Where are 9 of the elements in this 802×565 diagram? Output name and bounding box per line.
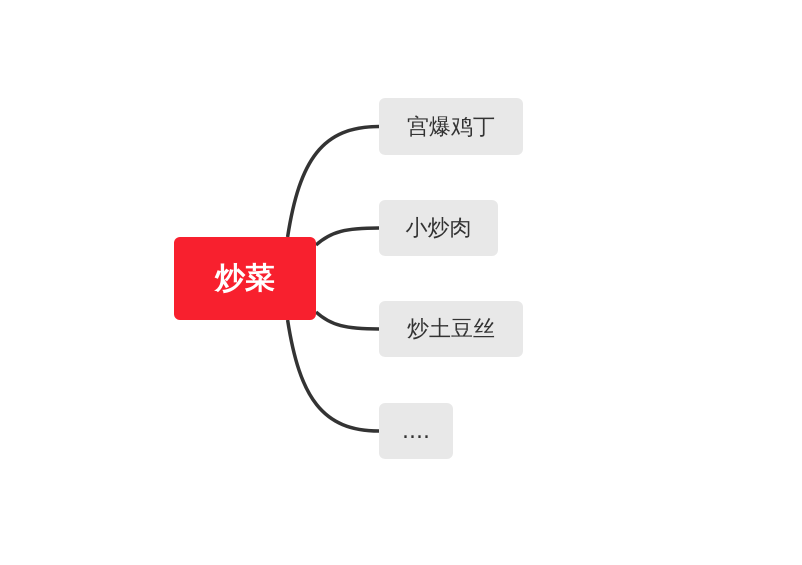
connector-line	[286, 124, 380, 238]
connector-line	[286, 320, 380, 433]
connector-line	[314, 310, 380, 331]
subtopic-box: 小炒肉	[379, 200, 498, 256]
subtopic-box: ....	[379, 403, 453, 459]
connector-line	[314, 226, 380, 246]
subtopic-box: 宫爆鸡丁	[379, 98, 523, 155]
subtopic-box: 炒土豆丝	[379, 301, 523, 357]
topic-box: 炒菜	[174, 237, 316, 320]
